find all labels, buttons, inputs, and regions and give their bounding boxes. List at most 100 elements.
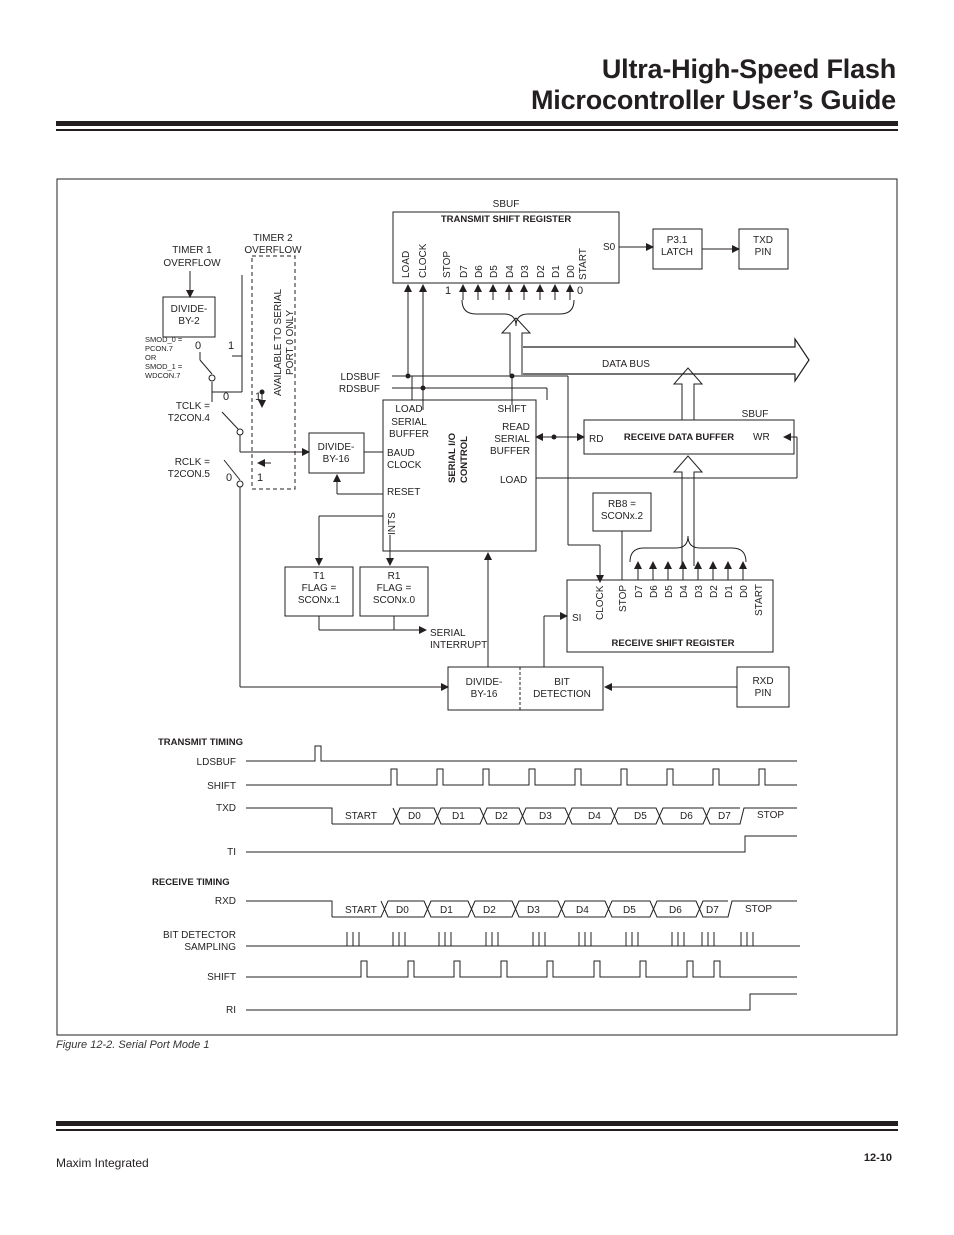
d2-text: D2 (483, 905, 496, 916)
d6-text: D6 (669, 905, 682, 916)
d4-text: D4 (588, 811, 601, 822)
header-rule-thick (56, 121, 898, 126)
data-bus-arrow (523, 337, 810, 383)
one-text: 1 (228, 340, 234, 352)
d2-text: D2 (495, 811, 508, 822)
tx-start-label: START (578, 248, 589, 280)
d7-text: D7 (706, 905, 719, 916)
d0-text: D0 (408, 811, 421, 822)
d3-text: D3 (694, 585, 705, 598)
ctl-load-line1-text: LOAD (395, 404, 422, 415)
txd-text: TXD (216, 803, 236, 814)
avail-line2-text: PORT 0 ONLY (285, 310, 296, 375)
clock-text: CLOCK (595, 585, 606, 620)
ctl-shift-text: SHIFT (498, 404, 527, 415)
receive-timing-title: RECEIVE TIMING (152, 877, 230, 888)
ctl-baud-line1-text: BAUD (387, 448, 415, 459)
ctl-name-line1-text: SERIAL I/O (447, 433, 458, 483)
div16-line2-text: BY-16 (471, 689, 498, 700)
footer-brand: Maxim Integrated (56, 1156, 149, 1170)
zero-text: 0 (577, 285, 583, 297)
page-title-line1: Ultra-High-Speed Flash (601, 54, 896, 84)
ctl-load-line2-text: SERIAL (391, 417, 427, 428)
rxd-text: RXD (215, 896, 236, 907)
d5-text: D5 (664, 585, 675, 598)
tclk-line2-text: T2CON.4 (168, 413, 211, 424)
sbuf-label: SBUF (493, 199, 520, 210)
d6-text: D6 (474, 265, 485, 278)
d7-text: D7 (634, 585, 645, 598)
div16-line2-text: BY-16 (323, 454, 350, 465)
d1-text: D1 (551, 265, 562, 278)
divide-by-16-box (308, 432, 365, 474)
si-text: SI (572, 613, 581, 624)
ti-text: TI (227, 847, 236, 858)
rd-text: RD (589, 434, 603, 445)
one-text: 1 (257, 472, 263, 484)
d3-text: D3 (539, 811, 552, 822)
rb8-line1-text: RB8 = (608, 499, 636, 510)
rxd-line2-text: PIN (755, 688, 772, 699)
d3-text: D3 (520, 265, 531, 278)
rxd-pin-box (736, 666, 790, 708)
smod-line2-text: PCON.7 (145, 344, 173, 353)
d0-text: D0 (396, 905, 409, 916)
shift-text: SHIFT (207, 781, 236, 792)
t1-line2-text: FLAG = (302, 583, 337, 594)
serial-int-line1-text: SERIAL (430, 628, 466, 639)
d0-text: D0 (566, 265, 577, 278)
timer2-line2-text: OVERFLOW (244, 245, 302, 256)
ctl-read-line3-text: BUFFER (490, 446, 530, 457)
page-title-line2: Microcontroller User’s Guide (531, 85, 896, 115)
ctl-baud-line2-text: CLOCK (387, 460, 422, 471)
page-title: Ultra-High-Speed Flash Microcontroller U… (531, 54, 896, 116)
ri-text: RI (226, 1005, 236, 1016)
footer-rule-thick (56, 1121, 898, 1126)
receive-buffer-text: RECEIVE DATA BUFFER (624, 432, 734, 443)
stop-text: STOP (757, 810, 784, 821)
d1-text: D1 (440, 905, 453, 916)
smod-line3-text: OR (145, 353, 157, 362)
d2-text: D2 (709, 585, 720, 598)
d2-text: D2 (536, 265, 547, 278)
d1-text: D1 (452, 811, 465, 822)
d0-text: D0 (739, 585, 750, 598)
shift2-text: SHIFT (207, 972, 236, 983)
smod-line1-text: SMOD_0 = (145, 335, 183, 344)
ctl-load-line3-text: BUFFER (389, 429, 429, 440)
rclk-line2-text: T2CON.5 (168, 469, 211, 480)
smod-line5-text: WDCON.7 (145, 371, 180, 380)
divby2-line1-text: DIVIDE- (171, 304, 208, 315)
tx-load-label: LOAD (401, 251, 412, 278)
d5-text: D5 (489, 265, 500, 278)
ldsbuf-text: LDSBUF (197, 757, 236, 768)
divby2-line2-text: BY-2 (178, 316, 200, 327)
bitdet-line2-text: SAMPLING (184, 942, 236, 953)
p31-line1-text: P3.1 (667, 235, 688, 246)
receive-register-text: RECEIVE SHIFT REGISTER (612, 638, 735, 649)
d4-text: D4 (679, 585, 690, 598)
d6-text: D6 (680, 811, 693, 822)
ctl-read-line2-text: SERIAL (494, 434, 530, 445)
bitdet-line1-text: BIT (554, 677, 570, 688)
rb8-line2-text: SCONx.2 (601, 511, 644, 522)
ctl-read-line1-text: READ (502, 422, 530, 433)
d5-text: D5 (634, 811, 647, 822)
timer1-line2-text: OVERFLOW (163, 258, 221, 269)
t1-line3-text: SCONx.1 (298, 595, 341, 606)
one-text: 1 (445, 285, 451, 297)
div16-line1-text: DIVIDE- (318, 442, 355, 453)
p31-line2-text: LATCH (661, 247, 693, 258)
bitdet-line2-text: DETECTION (533, 689, 591, 700)
timer2-dashed-region (251, 255, 296, 490)
ctl-load2-text: LOAD (500, 475, 527, 486)
rclk-line1-text: RCLK = (175, 457, 210, 468)
r1-line2-text: FLAG = (377, 583, 412, 594)
tclk-line1-text: TCLK = (176, 401, 210, 412)
ctl-reset-text: RESET (387, 487, 420, 498)
start-text: START (754, 584, 765, 616)
one-text: 1 (255, 391, 261, 403)
stop-text: STOP (745, 904, 772, 915)
zero-text: 0 (195, 340, 201, 352)
